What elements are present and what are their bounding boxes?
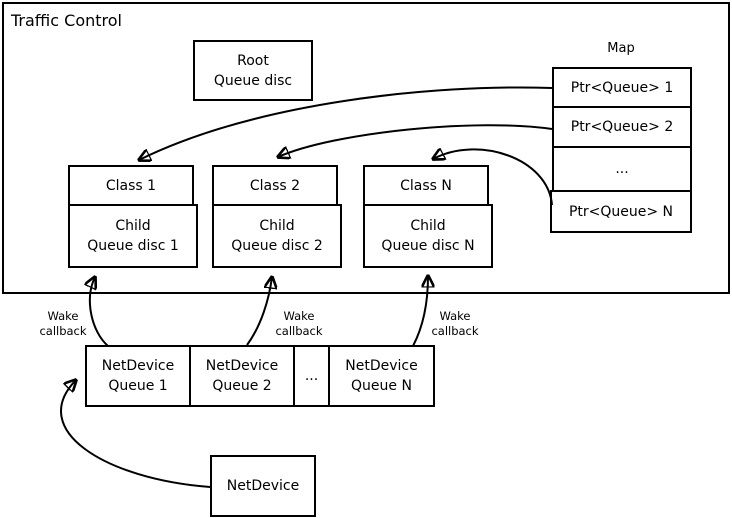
child-queue-disc-n-box: Child Queue disc N	[363, 204, 493, 268]
map-row-ptr-queue-1-label: Ptr<Queue> 1	[570, 79, 674, 96]
wake-callback-3-line1: Wake	[439, 309, 471, 323]
class-n-box: Class N	[363, 165, 489, 206]
class-2-label: Class 2	[249, 177, 301, 194]
netdevice-queue-1-box: NetDevice Queue 1	[85, 345, 191, 407]
map-row-ptr-queue-n: Ptr<Queue> N	[550, 190, 692, 233]
map-row-ptr-queue-2-label: Ptr<Queue> 2	[570, 119, 674, 135]
wake-callback-2-line2: callback	[275, 324, 323, 338]
map-row-ellipsis: ...	[552, 146, 692, 192]
child-queue-disc-1-line1: Child	[115, 218, 151, 234]
class-1-box: Class 1	[68, 165, 194, 206]
child-queue-disc-2-box: Child Queue disc 2	[212, 204, 342, 268]
netdevice-queue-2-line2: Queue 2	[212, 378, 272, 394]
netdevice-queue-n-box: NetDevice Queue N	[328, 345, 435, 407]
netdevice-queue-n-line2: Queue N	[351, 378, 412, 394]
netdevice-queue-ellipsis-box: ...	[293, 345, 330, 407]
wake-callback-2-line1: Wake	[283, 309, 315, 323]
child-queue-disc-n-line1: Child	[410, 218, 446, 234]
map-row-ptr-queue-1: Ptr<Queue> 1	[552, 67, 692, 108]
netdevice-label: NetDevice	[226, 478, 300, 494]
netdevice-queue-ellipsis-label: ...	[304, 368, 319, 384]
child-queue-disc-2-line2: Queue disc 2	[231, 238, 323, 254]
map-row-ptr-queue-2: Ptr<Queue> 2	[552, 106, 692, 148]
class-2-box: Class 2	[212, 165, 338, 206]
netdevice-queue-2-line1: NetDevice	[205, 358, 279, 374]
wake-callback-1-line2: callback	[39, 324, 87, 338]
netdevice-queue-2-box: NetDevice Queue 2	[189, 345, 295, 407]
child-queue-disc-1-box: Child Queue disc 1	[68, 204, 198, 268]
wake-callback-3-line2: callback	[431, 324, 479, 338]
root-queue-disc-line1: Root	[237, 52, 269, 69]
root-queue-disc-line2: Queue disc	[213, 72, 293, 89]
wake-callback-label-2: Wake callback	[270, 309, 328, 339]
netdevice-queue-1-line1: NetDevice	[101, 358, 175, 374]
map-row-ptr-queue-n-label: Ptr<Queue> N	[568, 203, 674, 220]
netdevice-box: NetDevice	[210, 455, 316, 517]
root-queue-disc-box: Root Queue disc	[193, 40, 313, 101]
netdevice-queue-1-line2: Queue 1	[108, 378, 168, 394]
class-n-label: Class N	[400, 177, 452, 194]
map-row-ellipsis-label: ...	[615, 161, 629, 177]
map-label: Map	[607, 41, 635, 56]
class-1-label: Class 1	[105, 177, 157, 194]
child-queue-disc-n-line2: Queue disc N	[381, 238, 475, 254]
wake-callback-1-line1: Wake	[47, 309, 79, 323]
netdevice-queue-n-line1: NetDevice	[345, 358, 418, 374]
child-queue-disc-2-line1: Child	[259, 218, 295, 234]
wake-callback-label-3: Wake callback	[426, 309, 484, 339]
diagram-title: Traffic Control	[11, 11, 122, 30]
child-queue-disc-1-line2: Queue disc 1	[87, 238, 179, 254]
wake-callback-label-1: Wake callback	[34, 309, 92, 339]
